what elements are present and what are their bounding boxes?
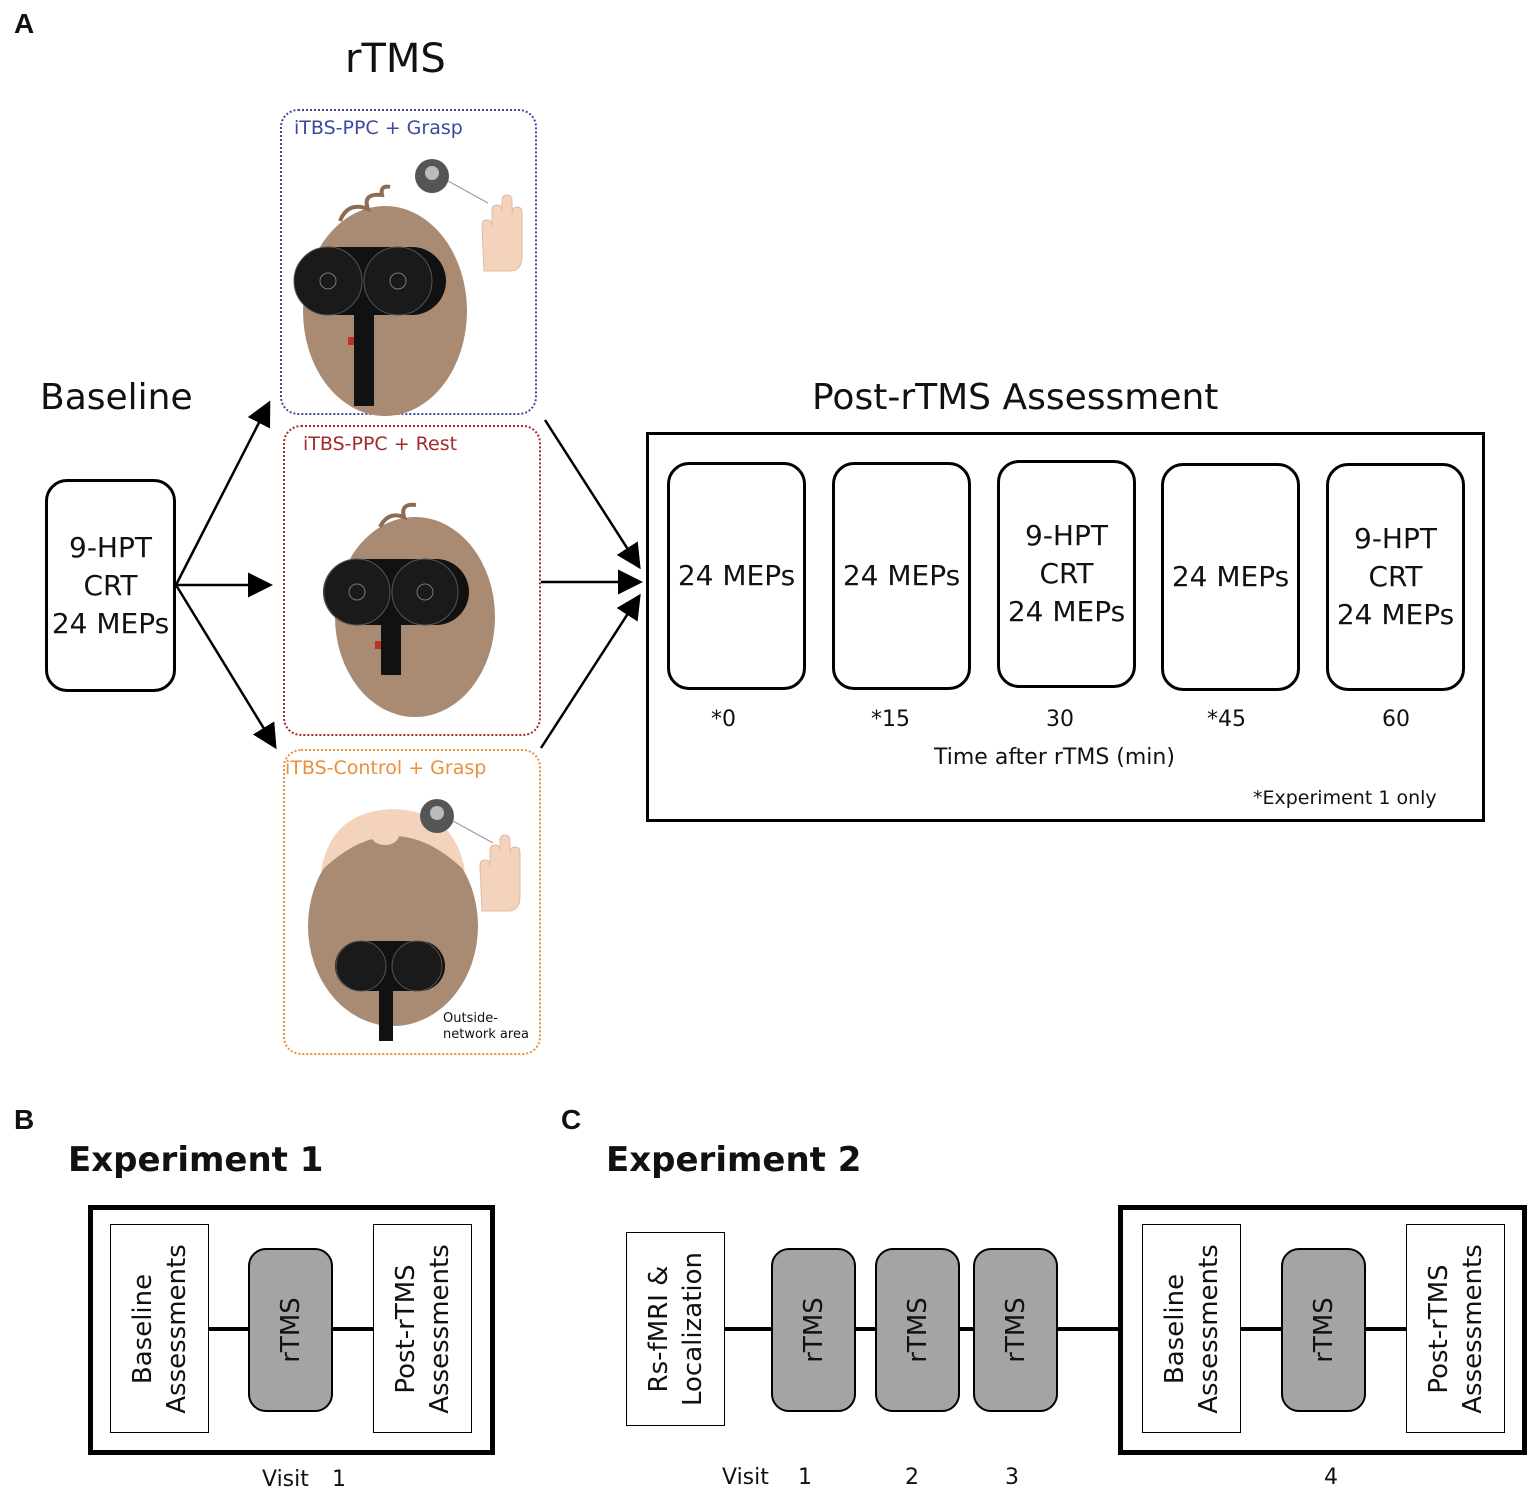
vtext-line: rTMS	[1000, 1297, 1031, 1363]
baseline-box: 9-HPT CRT 24 MEPs	[45, 479, 176, 692]
arrow-icon	[174, 584, 277, 750]
post-rtms-title: Post-rTMS Assessment	[812, 377, 1219, 418]
visit-number: 3	[1005, 1465, 1019, 1490]
vtext-line: rTMS	[902, 1297, 933, 1363]
post-box-line: CRT	[1368, 560, 1423, 593]
condition-label: iTBS-PPC + Rest	[303, 433, 458, 455]
visit-number: 1	[332, 1467, 346, 1492]
rtms-session-box: rTMS	[1281, 1248, 1366, 1412]
rtms-session-box: rTMS	[875, 1248, 960, 1412]
post-rtms-panel: 24 MEPs 24 MEPs 9-HPT CRT 24 MEPs 24 MEP…	[646, 432, 1485, 822]
vtext-line: Assessments	[1193, 1243, 1224, 1414]
sensor-icon	[420, 799, 494, 844]
vtext-line: Assessments	[424, 1243, 455, 1414]
head-with-coil-icon	[293, 184, 467, 416]
vtext-line: Assessments	[161, 1243, 192, 1414]
time-label: 60	[1382, 707, 1410, 732]
baseline-line-3: 24 MEPs	[51, 606, 170, 640]
post-box-line: 24 MEPs	[842, 559, 961, 592]
visit-number: 1	[798, 1465, 812, 1490]
rsfmri-localization-box: Rs-fMRI & Localization	[626, 1232, 725, 1426]
baseline-title: Baseline	[40, 377, 193, 418]
condition-control-grasp: iTBS-Control + Grasp Outside- network ar…	[283, 749, 541, 1055]
hand-icon	[479, 834, 521, 912]
post-box-60: 9-HPT CRT 24 MEPs	[1326, 463, 1465, 691]
time-label: *0	[711, 707, 736, 732]
post-box-45: 24 MEPs	[1161, 463, 1300, 691]
arrow-icon	[543, 419, 641, 570]
rtms-session-box: rTMS	[248, 1248, 333, 1412]
vtext-line: rTMS	[275, 1297, 306, 1363]
vtext-line: rTMS	[1308, 1297, 1339, 1363]
visit-number: 4	[1324, 1465, 1338, 1490]
post-box-line: 24 MEPs	[1336, 598, 1455, 631]
post-box-line: 9-HPT	[1025, 519, 1108, 552]
time-axis-label: Time after rTMS (min)	[934, 745, 1175, 770]
vtext-line: Post-rTMS	[1423, 1263, 1454, 1394]
rtms-session-box: rTMS	[771, 1248, 856, 1412]
vtext-line: rTMS	[798, 1297, 829, 1363]
baseline-line-1: 9-HPT	[69, 530, 152, 564]
panel-letter-c: C	[561, 1104, 582, 1135]
post-box-line: CRT	[1039, 557, 1094, 590]
outside-network-note: Outside- network area	[443, 1011, 529, 1043]
sensor-icon	[415, 159, 489, 204]
panel-letter-b: B	[14, 1104, 35, 1135]
condition-ppc-rest: iTBS-PPC + Rest	[283, 425, 541, 736]
post-rtms-assessments-box: Post-rTMS Assessments	[373, 1224, 472, 1433]
post-box-line: 24 MEPs	[1007, 595, 1126, 628]
arrow-icon	[174, 400, 271, 586]
visit-label: Visit	[262, 1467, 309, 1492]
footnote: *Experiment 1 only	[1253, 787, 1437, 809]
post-box-0: 24 MEPs	[667, 462, 806, 690]
baseline-line-2: CRT	[83, 568, 138, 602]
rtms-title: rTMS	[345, 36, 446, 82]
vtext-line: Baseline	[127, 1273, 158, 1384]
note-line-1: Outside-	[443, 1011, 498, 1026]
time-label: *15	[871, 707, 910, 732]
baseline-assessments-box: Baseline Assessments	[110, 1224, 209, 1433]
condition-ppc-grasp: iTBS-PPC + Grasp	[280, 109, 537, 416]
time-label: 30	[1046, 707, 1074, 732]
post-box-line: 9-HPT	[1354, 522, 1437, 555]
note-line-2: network area	[443, 1027, 529, 1042]
baseline-assessments-box: Baseline Assessments	[1142, 1224, 1241, 1433]
vtext-line: Assessments	[1457, 1243, 1488, 1414]
hand-icon	[481, 194, 523, 272]
arrow-icon	[539, 593, 641, 749]
vtext-line: Rs-fMRI &	[643, 1265, 674, 1393]
time-label: *45	[1207, 707, 1246, 732]
visit-label: Visit	[722, 1465, 769, 1490]
post-box-15: 24 MEPs	[832, 462, 971, 690]
post-box-30: 9-HPT CRT 24 MEPs	[997, 460, 1136, 688]
condition-label: iTBS-Control + Grasp	[285, 757, 487, 779]
head-with-coil-icon	[323, 502, 495, 717]
panel-letter-a: A	[14, 8, 35, 39]
post-box-line: 24 MEPs	[1171, 560, 1290, 593]
visit-4-frame	[1118, 1205, 1527, 1455]
flow-arrows	[174, 400, 643, 750]
vtext-line: Localization	[677, 1252, 708, 1406]
post-box-line: 24 MEPs	[677, 559, 796, 592]
experiment-1-title: Experiment 1	[68, 1140, 324, 1180]
experiment-2-title: Experiment 2	[606, 1140, 862, 1180]
experiment-1-frame	[88, 1205, 495, 1455]
vtext-line: Baseline	[1159, 1273, 1190, 1384]
condition-label: iTBS-PPC + Grasp	[294, 117, 463, 139]
rtms-session-box: rTMS	[973, 1248, 1058, 1412]
post-rtms-assessments-box: Post-rTMS Assessments	[1406, 1224, 1505, 1433]
visit-number: 2	[905, 1465, 919, 1490]
vtext-line: Post-rTMS	[390, 1263, 421, 1394]
